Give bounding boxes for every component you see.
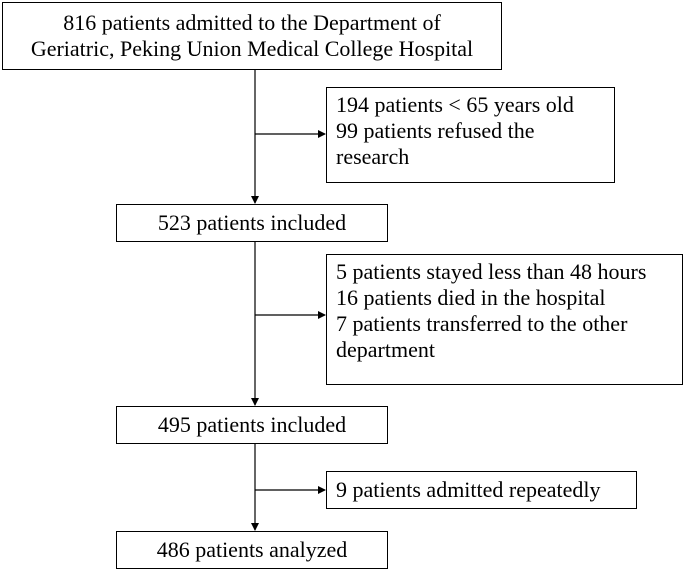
included-495-text: 495 patients included	[157, 412, 347, 437]
exclusion-box-2: 5 patients stayed less than 48 hours 16 …	[326, 254, 683, 385]
exclusion-3-text: 9 patients admitted repeatedly	[336, 477, 601, 502]
admitted-patients-text-line-1: 816 patients admitted to the Department …	[63, 10, 441, 35]
exclusion-2-line-4: department	[336, 337, 435, 362]
exclusion-1-line-1: 194 patients < 65 years old	[336, 92, 574, 117]
exclusion-box-3: 9 patients admitted repeatedly	[326, 471, 637, 509]
analyzed-patients-box: 486 patients analyzed	[116, 531, 388, 569]
exclusion-box-1: 194 patients < 65 years old 99 patients …	[326, 87, 615, 183]
exclusion-2-line-1: 5 patients stayed less than 48 hours	[336, 259, 647, 284]
included-495-box: 495 patients included	[116, 406, 388, 444]
included-523-box: 523 patients included	[116, 204, 388, 242]
admitted-patients-box: 816 patients admitted to the Department …	[2, 2, 502, 70]
exclusion-1-line-3: research	[336, 144, 410, 169]
analyzed-patients-text: 486 patients analyzed	[156, 537, 348, 562]
exclusion-1-line-2: 99 patients refused the	[336, 118, 535, 143]
exclusion-2-line-2: 16 patients died in the hospital	[336, 285, 606, 310]
included-523-text: 523 patients included	[157, 210, 347, 235]
exclusion-2-line-3: 7 patients transferred to the other	[336, 311, 628, 336]
admitted-patients-text-line-2: Geriatric, Peking Union Medical College …	[30, 36, 474, 61]
